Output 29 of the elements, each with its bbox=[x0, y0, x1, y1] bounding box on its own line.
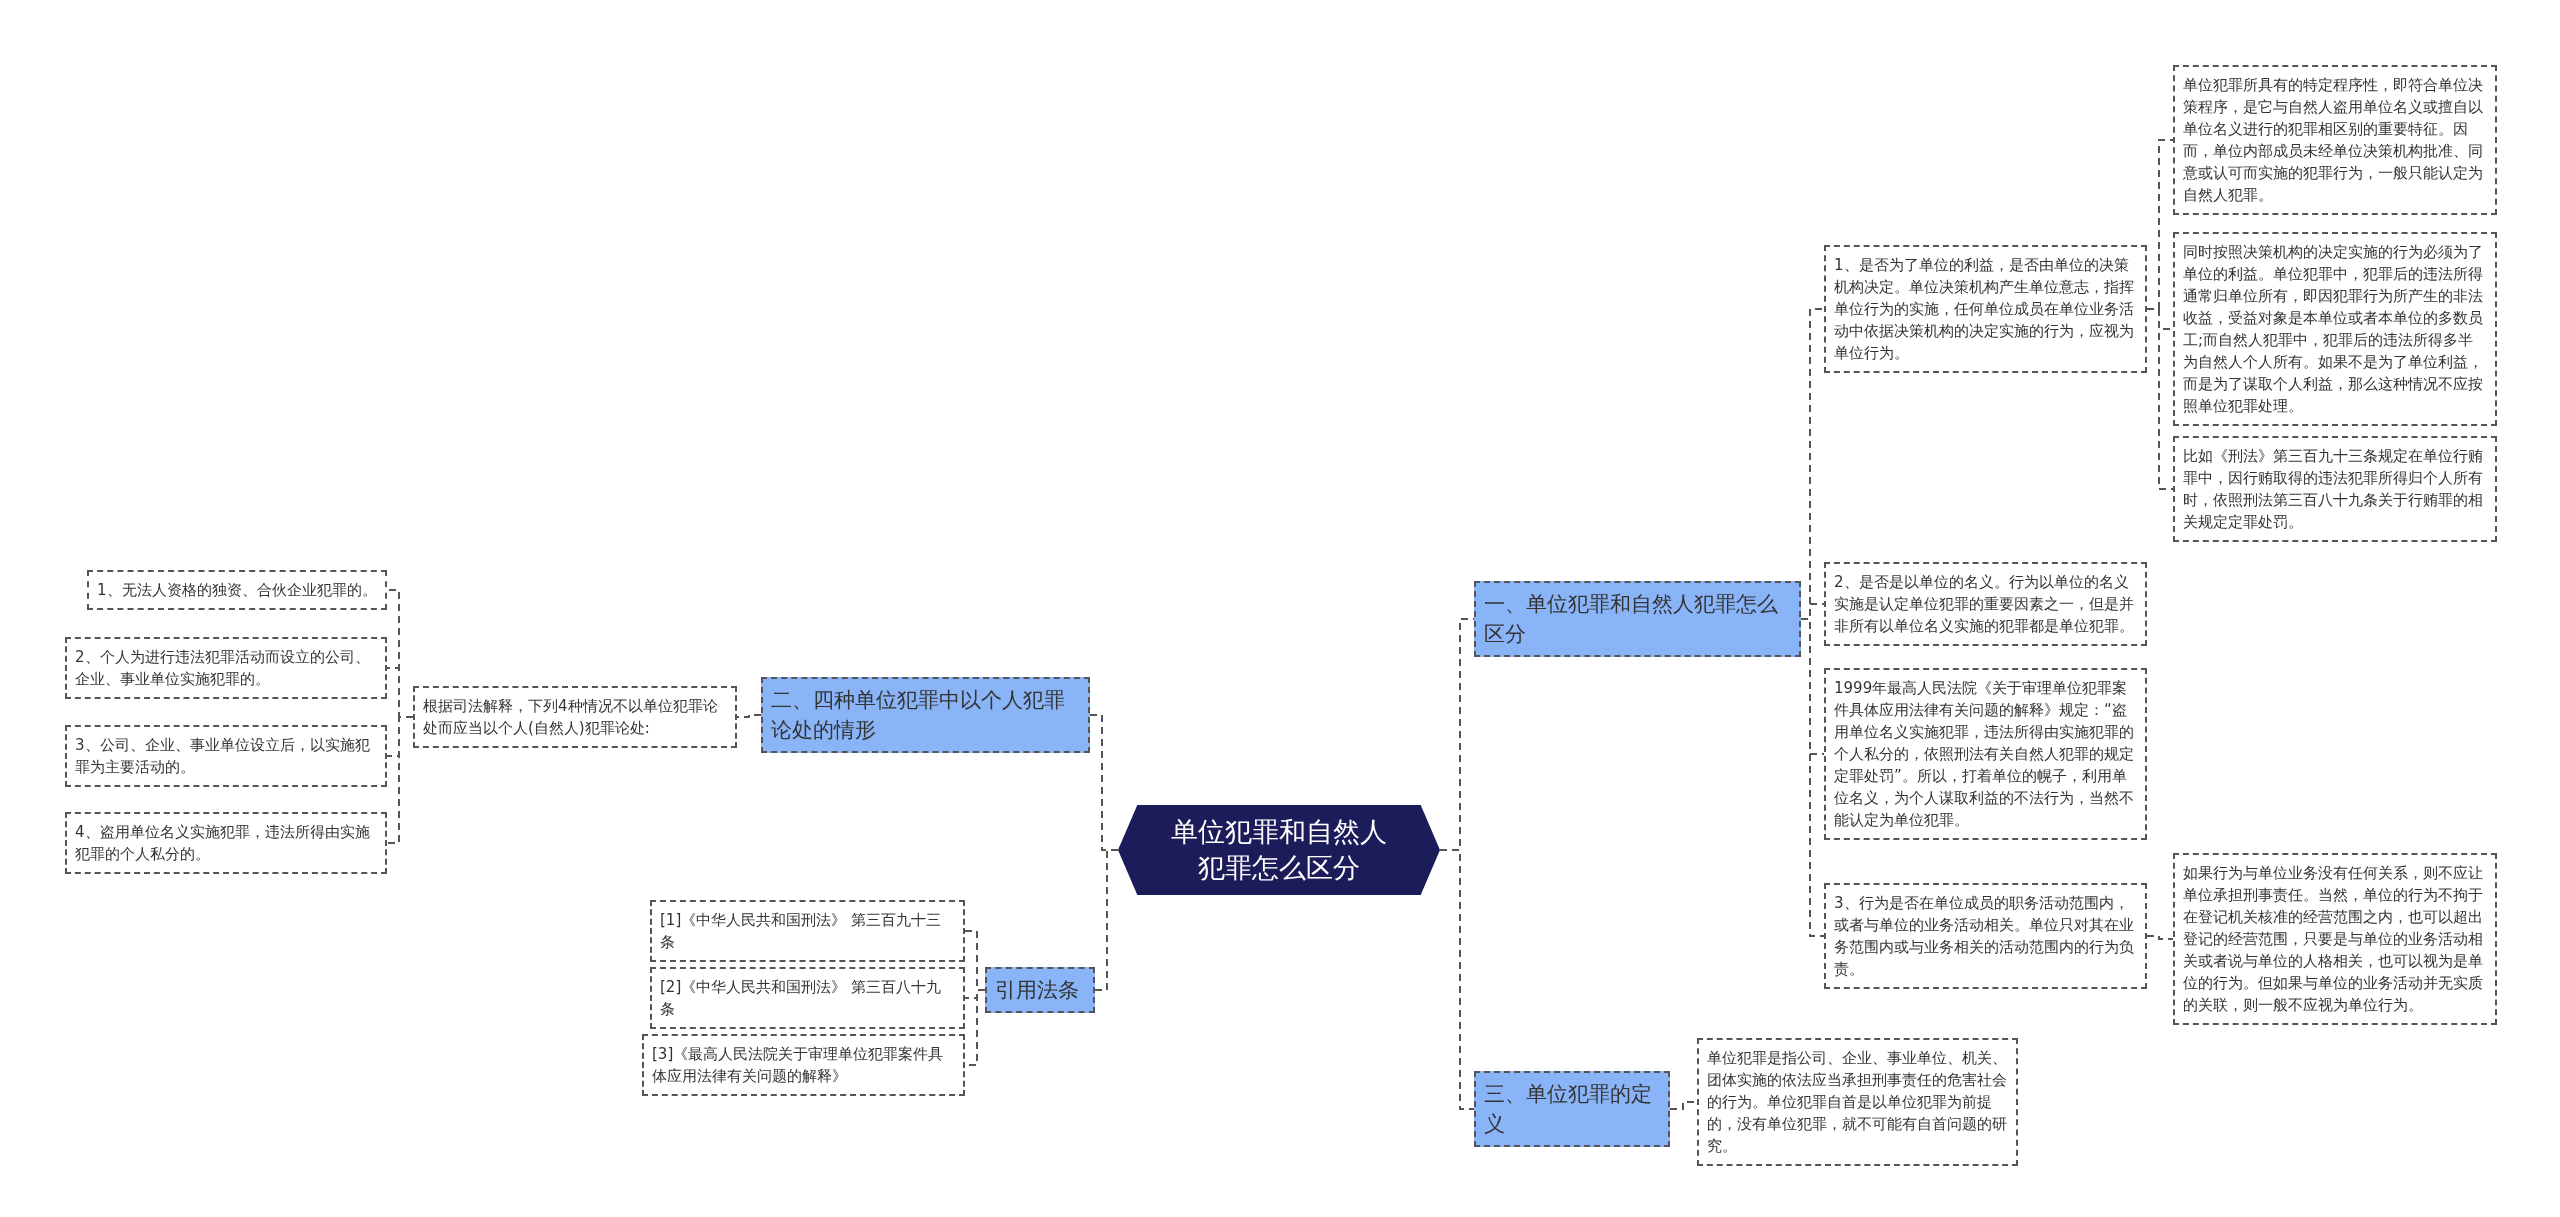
connector bbox=[1094, 849, 1119, 991]
text-box: 比如《刑法》第三百九十三条规定在单位行贿罪中，因行贿取得的违法犯罪所得归个人所有时，依照刑法第三百八十九条关于行贿罪的相关规定定罪处罚。 bbox=[2173, 436, 2497, 542]
text-box: 同时按照决策机构的决定实施的行为必须为了单位的利益。单位犯罪中，犯罪后的违法所得通常归单位所有，即因犯罪行为所产生的非法收益，受益对象是本单位或者本单位的多数员工;而自然人犯罪中，犯罪后的违法所得多半为自然人个人所有。如果不是为了单位利益，而是为了谋取个人利益，那么这种情况不应按照单位犯罪处理。 bbox=[2173, 232, 2497, 426]
branch-topic: 一、单位犯罪和自然人犯罪怎么区分 bbox=[1474, 581, 1801, 657]
text-box: 单位犯罪是指公司、企业、事业单位、机关、团体实施的依法应当承担刑事责任的危害社会的行为。单位犯罪自首是以单位犯罪为前提的，没有单位犯罪，就不可能有自首问题的研究。 bbox=[1697, 1038, 2018, 1166]
text-box: 根据司法解释，下列4种情况不以单位犯罪论处而应当以个人(自然人)犯罪论处: bbox=[413, 686, 737, 748]
text-box: 3、公司、企业、事业单位设立后，以实施犯罪为主要活动的。 bbox=[65, 725, 387, 787]
text-box: 3、行为是否在单位成员的职务活动范围内，或者与单位的业务活动相关。单位只对其在业务范围内或与业务相关的活动范围内的行为负责。 bbox=[1824, 883, 2147, 989]
text-box: 2、个人为进行违法犯罪活动而设立的公司、企业、事业单位实施犯罪的。 bbox=[65, 637, 387, 699]
text-box: 2、是否是以单位的名义。行为以单位的名义实施是认定单位犯罪的重要因素之一，但是并非所有以单位名义实施的犯罪都是单位犯罪。 bbox=[1824, 562, 2147, 646]
text-box: [3]《最高人民法院关于审理单位犯罪案件具体应用法律有关问题的解释》 bbox=[642, 1034, 965, 1096]
connector bbox=[2146, 935, 2174, 940]
text-box: 4、盗用单位名义实施犯罪，违法所得由实施犯罪的个人私分的。 bbox=[65, 812, 387, 874]
connector bbox=[736, 714, 762, 718]
text-box: [2]《中华人民共和国刑法》 第三百八十九条 bbox=[650, 967, 965, 1029]
text-box: 1、无法人资格的独资、合伙企业犯罪的。 bbox=[87, 570, 387, 610]
text-box: 单位犯罪所具有的特定程序性，即符合单位决策程序，是它与自然人盗用单位名义或擅自以单位名义进行的犯罪相区别的重要特征。因而，单位内部成员未经单位决策机构批准、同意或认可而实施的犯罪行为，一般只能认定为自然人犯罪。 bbox=[2173, 65, 2497, 215]
connector bbox=[1439, 849, 1475, 1110]
connector bbox=[386, 716, 414, 844]
text-box: 如果行为与单位业务没有任何关系，则不应让单位承担刑事责任。当然，单位的行为不拘于在登记机关核准的经营范围之内，也可以超出登记的经营范围，只要是与单位的业务活动相关或者说与单位的人格相关，也可以视为是单位的行为。但如果与单位的业务活动并无实质的关联，则一般不应视为单位行为。 bbox=[2173, 853, 2497, 1025]
central-topic: 单位犯罪和自然人犯罪怎么区分 bbox=[1118, 805, 1440, 895]
text-box: 1、是否为了单位的利益，是否由单位的决策机构决定。单位决策机构产生单位意志，指挥单位行为的实施，任何单位成员在单位业务活动中依据决策机构的决定实施的行为，应视为单位行为。 bbox=[1824, 245, 2147, 373]
branch-topic: 引用法条 bbox=[985, 967, 1095, 1013]
branch-topic: 三、单位犯罪的定义 bbox=[1474, 1071, 1670, 1147]
connector bbox=[2146, 308, 2174, 490]
text-box: 1999年最高人民法院《关于审理单位犯罪案件具体应用法律有关问题的解释》规定：“盗用单位名义实施犯罪，违法所得由实施犯罪的个人私分的，依照刑法有关自然人犯罪的规定定罪处罚”。所以，打着单位的幌子，利用单位名义，为个人谋取利益的不法行为，当然不能认定为单位犯罪。 bbox=[1824, 668, 2147, 840]
text-box: [1]《中华人民共和国刑法》 第三百九十三条 bbox=[650, 900, 965, 962]
branch-topic: 二、四种单位犯罪中以个人犯罪论处的情形 bbox=[761, 677, 1090, 753]
connector bbox=[1800, 618, 1825, 937]
